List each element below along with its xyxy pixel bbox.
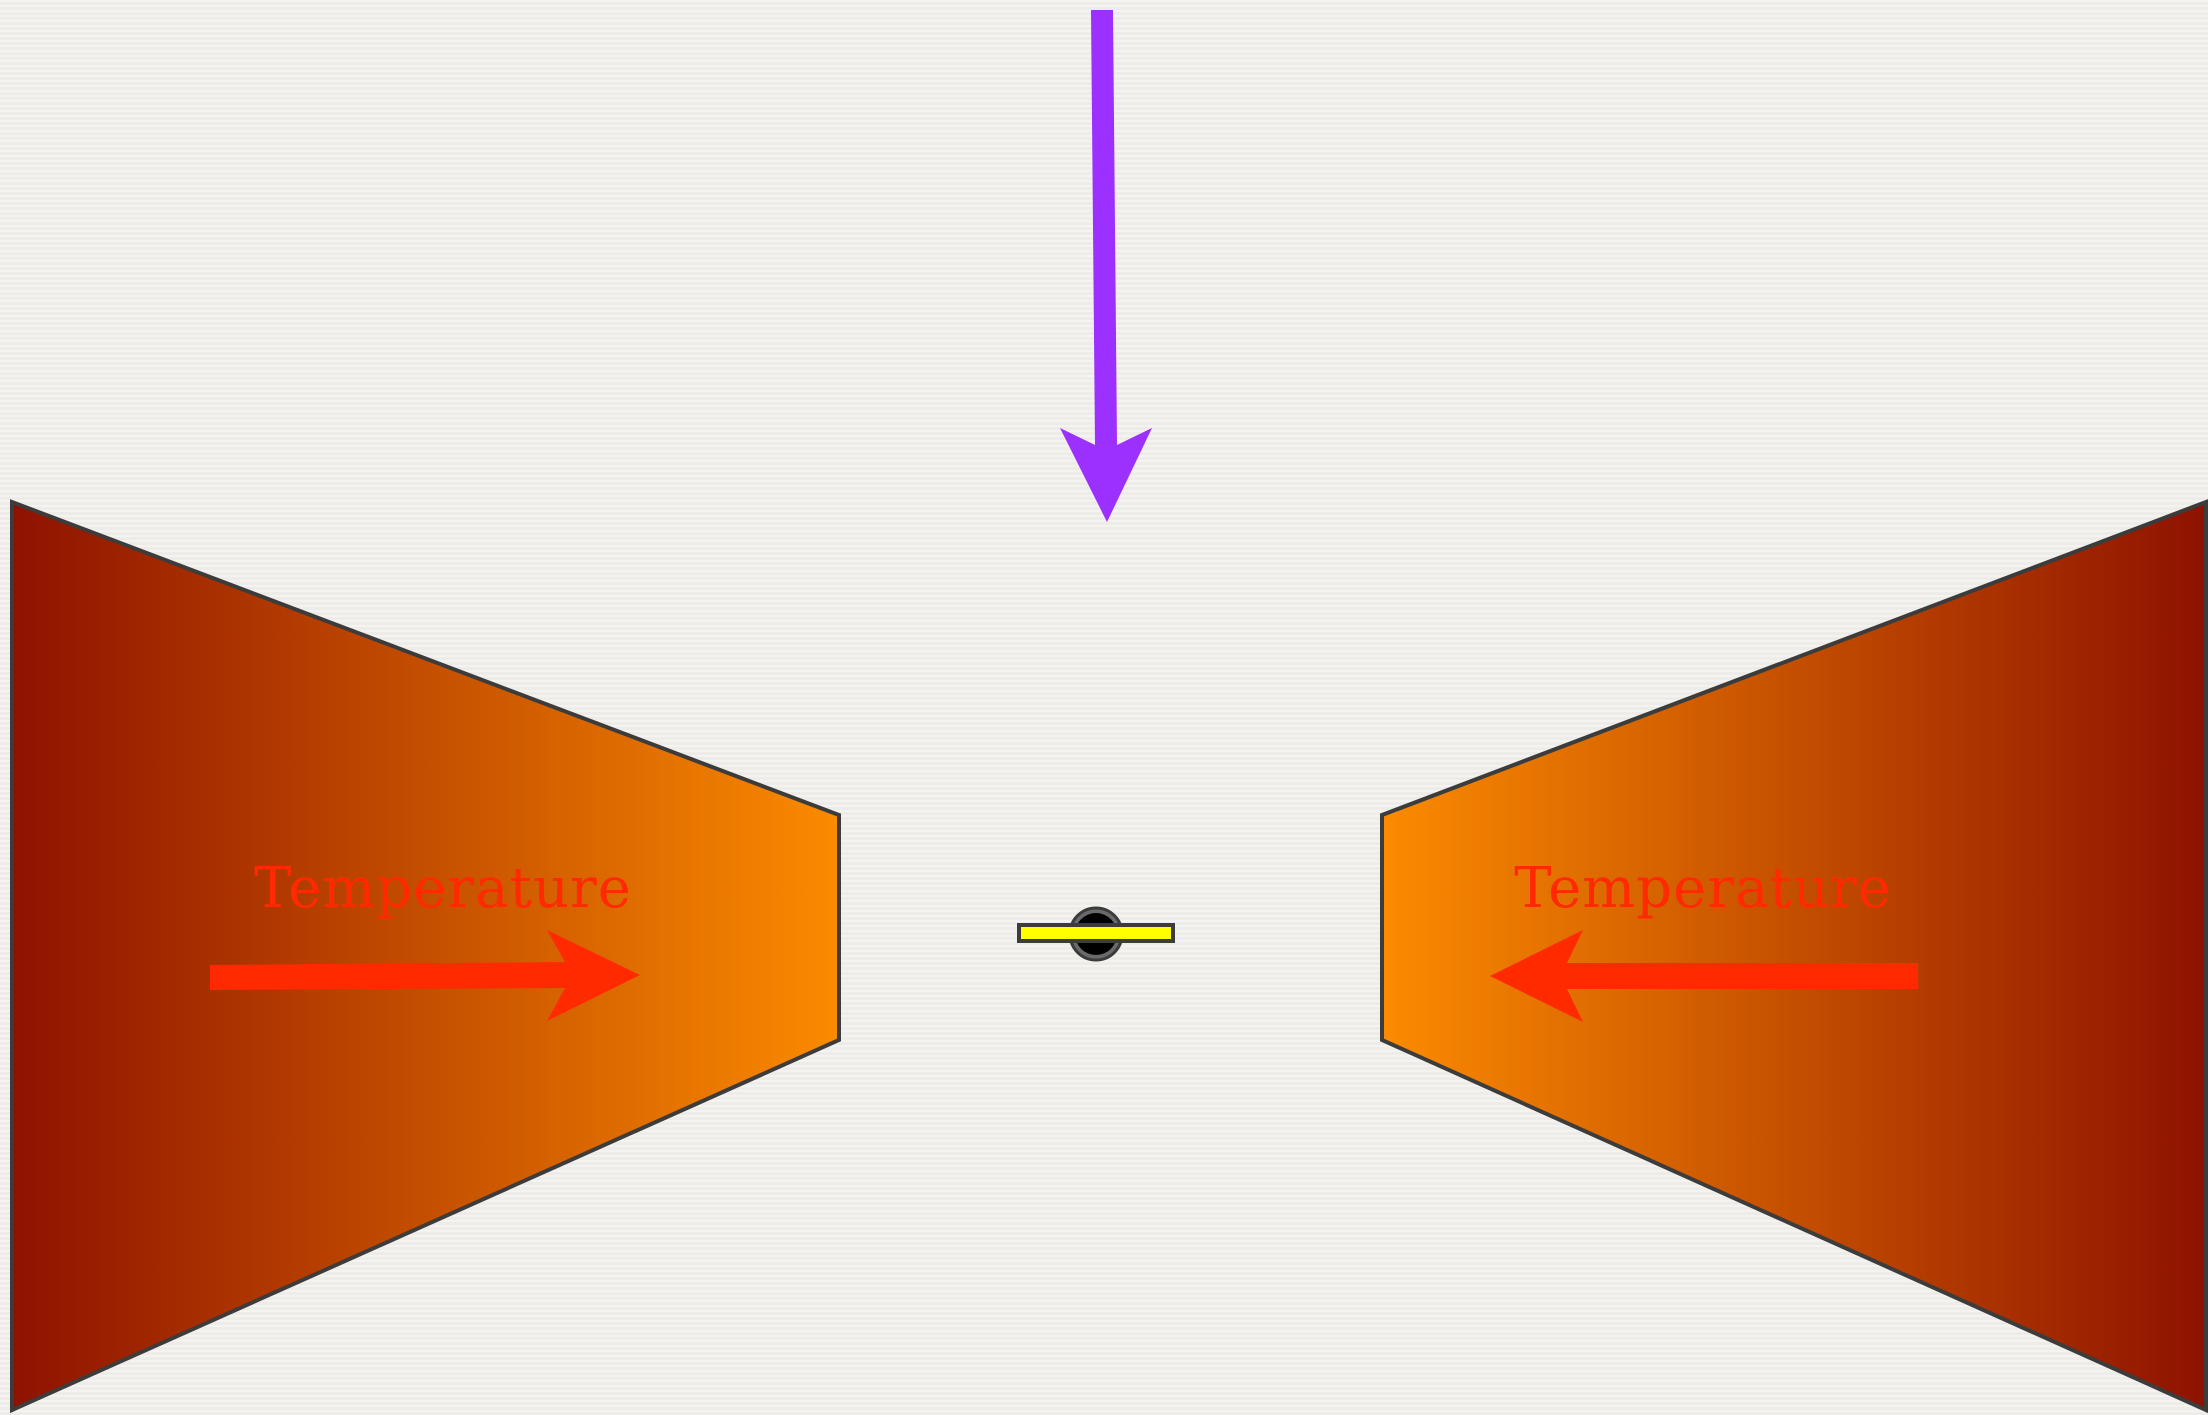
down-arrow-icon — [1060, 10, 1152, 522]
right-arrow-icon — [210, 930, 640, 1021]
left-heater: Temperature — [10, 499, 841, 1414]
sample-holder-icon — [1017, 906, 1175, 962]
left-arrow-icon — [1490, 930, 1918, 1022]
right-heater: Temperature — [1380, 499, 2208, 1414]
right-heater-block — [1380, 499, 2208, 1414]
left-heater-label: Temperature — [254, 856, 632, 921]
right-heater-label: Temperature — [1514, 856, 1892, 921]
left-heater-block — [10, 499, 841, 1414]
incoming-beam-arrow — [1060, 10, 1152, 522]
sample-bar — [1017, 923, 1175, 943]
